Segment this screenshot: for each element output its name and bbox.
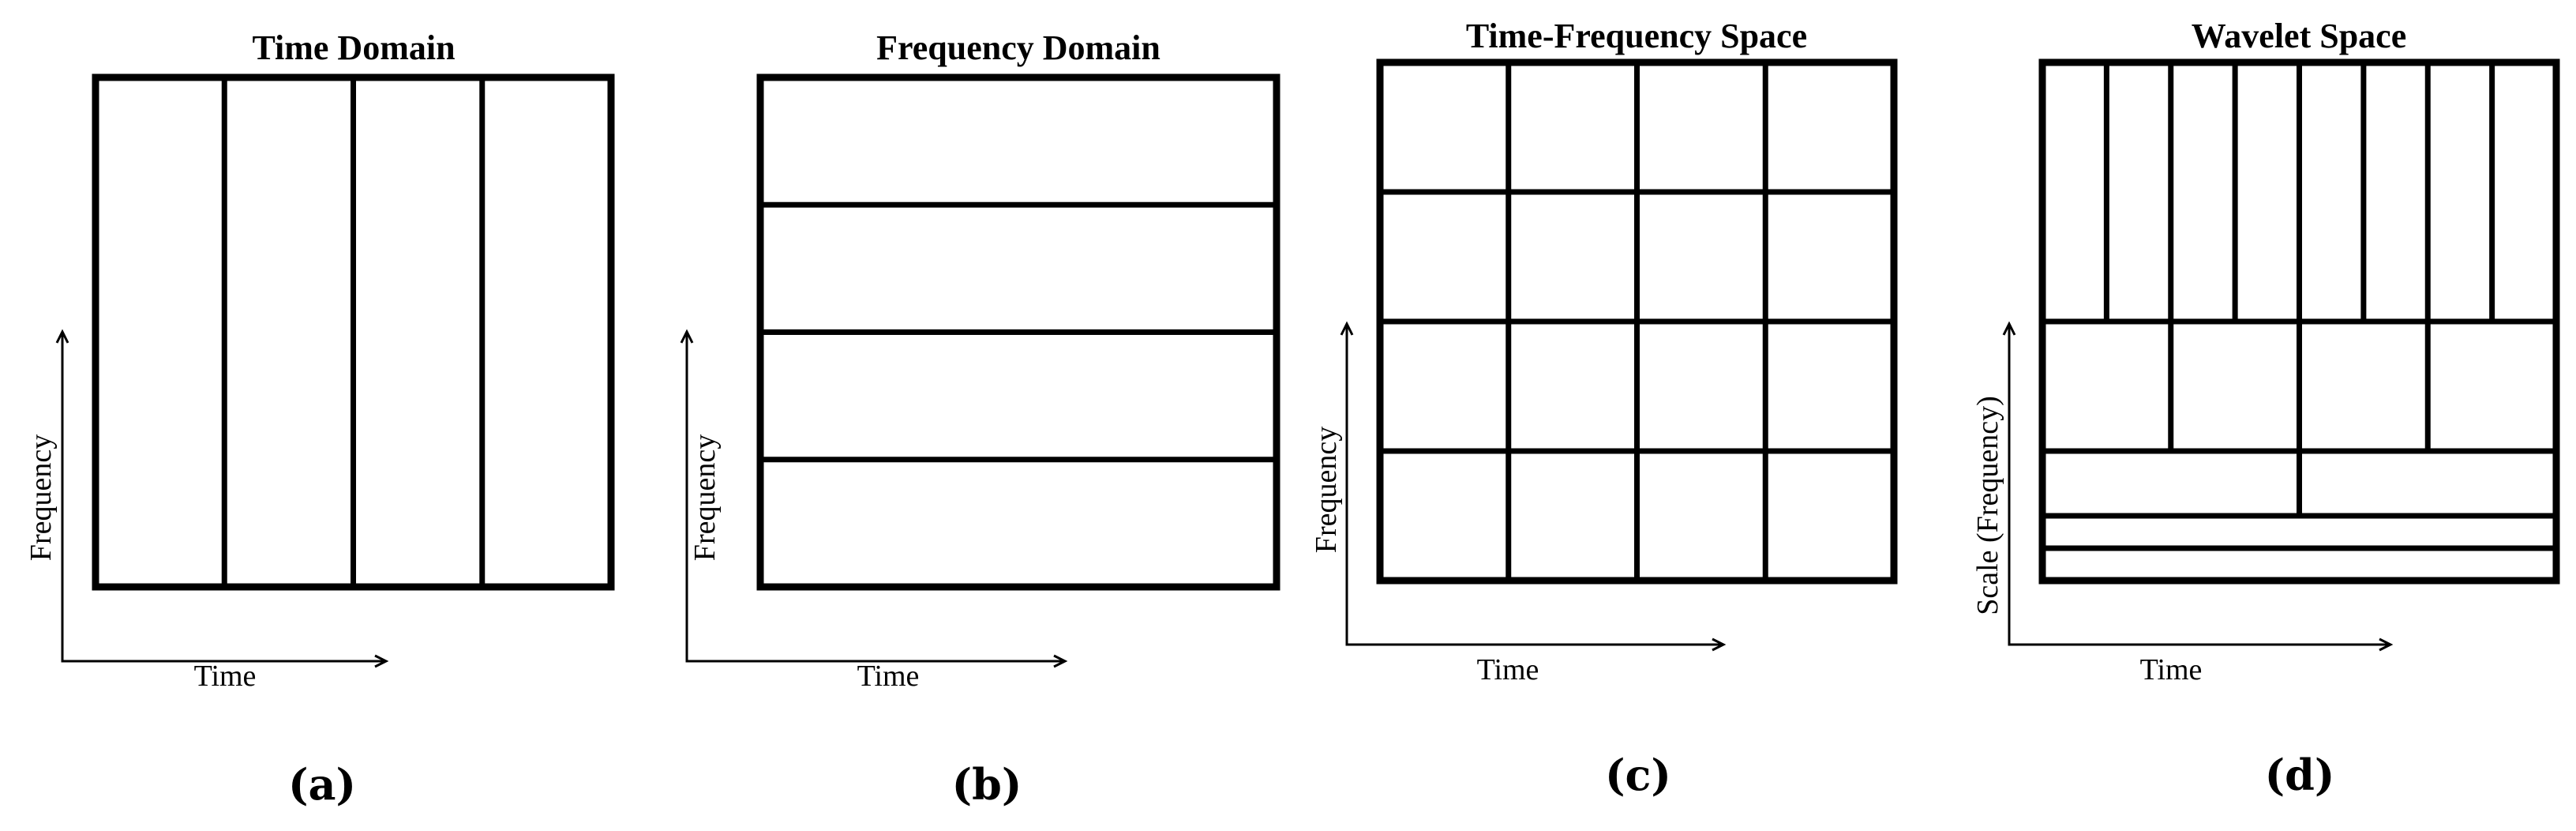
panel-title: Frequency Domain (876, 28, 1161, 67)
x-axis-arrowhead-icon (1712, 637, 1727, 652)
axes-lines (61, 332, 386, 663)
y-axis-arrowhead-icon (680, 329, 694, 344)
panel-title: Time Domain (252, 28, 455, 67)
axes-lines (685, 332, 1065, 663)
y-axis-arrowhead-icon (2002, 321, 2016, 336)
panel-wavelet-space: Wavelet Space Scale (Frequency) Time (d) (1971, 17, 2560, 800)
x-axis-arrowhead-icon (1053, 654, 1068, 668)
x-axis-label: Time (857, 660, 920, 693)
panel-title: Time-Frequency Space (1466, 17, 1807, 55)
y-axis-arrowhead-icon (1340, 321, 1354, 336)
panel-frequency-domain: Frequency Domain Frequency Time (b) (680, 28, 1281, 810)
tiling-frame (1376, 58, 1898, 585)
axes-lines (1345, 324, 1723, 646)
panel-time-domain: Time Domain Frequency Time (a) (24, 28, 615, 810)
x-axis-label: Time (2140, 653, 2203, 686)
tiling-grid (55, 73, 615, 668)
y-axis-label: Frequency (688, 434, 722, 561)
tiling-frame (756, 73, 1281, 591)
subfigure-label: (d) (2265, 750, 2335, 800)
subfigure-label: (a) (288, 759, 356, 810)
panel-time-frequency-space: Time-Frequency Space Frequency Time (c) (1310, 17, 1898, 800)
x-axis-label: Time (194, 660, 257, 693)
tiling-grid (2002, 58, 2560, 652)
tiling-frame (2038, 58, 2560, 585)
subfigure-label: (b) (952, 759, 1022, 810)
tiling-grid (680, 73, 1281, 668)
tiling-frame (92, 73, 615, 591)
x-axis-arrowhead-icon (2379, 637, 2394, 652)
panel-title: Wavelet Space (2192, 17, 2407, 55)
y-axis-label: Scale (Frequency) (1971, 396, 2004, 615)
tiling-grid (1340, 58, 1898, 652)
y-axis-label: Frequency (24, 434, 58, 561)
x-axis-arrowhead-icon (374, 654, 389, 668)
y-axis-label: Frequency (1310, 427, 1343, 553)
axes-lines (2008, 324, 2390, 646)
y-axis-arrowhead-icon (55, 329, 69, 344)
x-axis-label: Time (1477, 653, 1539, 686)
subfigure-label: (c) (1605, 750, 1671, 800)
